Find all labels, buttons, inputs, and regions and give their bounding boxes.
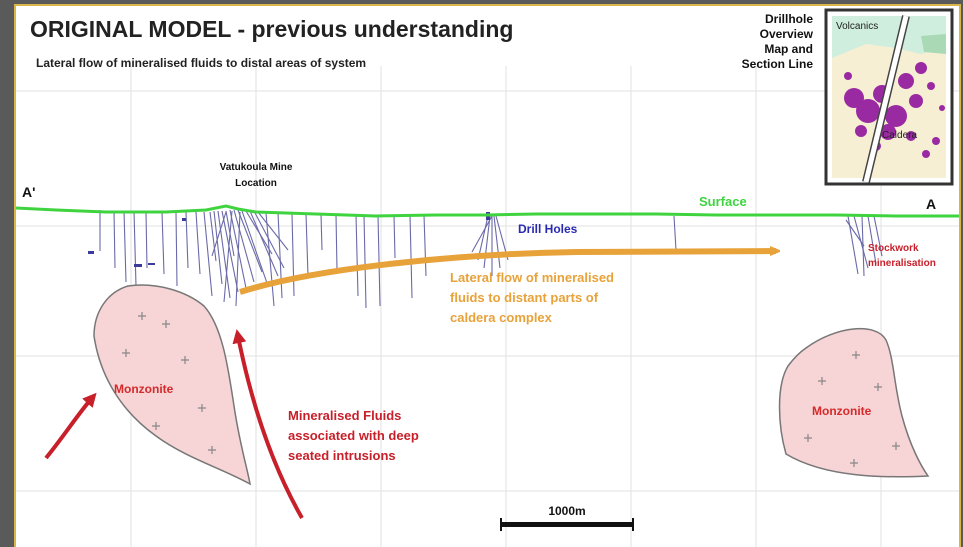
surface-line — [16, 204, 959, 218]
svg-text:Drillhole: Drillhole — [765, 12, 813, 26]
intrusion-left-label: Monzonite — [114, 382, 174, 396]
svg-text:mineralisation: mineralisation — [868, 258, 936, 269]
lateral-flow-label: Lateral flow of mineralised fluids to di… — [450, 270, 614, 325]
svg-text:seated intrusions: seated intrusions — [288, 448, 396, 463]
svg-text:Location: Location — [235, 178, 277, 189]
intrusion-left: Monzonite — [93, 284, 251, 486]
surface-label: Surface — [699, 194, 747, 209]
inset-map-icon: Volcanics Caldera — [824, 8, 954, 186]
stockwork-label: Stockwork mineralisation — [868, 243, 936, 269]
drill-holes-label: Drill Holes — [518, 222, 578, 236]
slide: ORIGINAL MODEL - previous understanding … — [14, 4, 961, 547]
section-end-a-prime: A' — [22, 184, 35, 200]
slide-title: ORIGINAL MODEL - previous understanding — [30, 16, 513, 42]
svg-text:caldera complex: caldera complex — [450, 310, 553, 325]
fluids-label: Mineralised Fluids associated with deep … — [288, 408, 419, 463]
svg-text:Mineralised Fluids: Mineralised Fluids — [288, 408, 401, 423]
section-end-a: A — [926, 196, 936, 212]
svg-text:Lateral flow of mineralised: Lateral flow of mineralised — [450, 270, 614, 285]
inset-label-caldera: Caldera — [882, 130, 917, 141]
intrusion-right: Monzonite — [778, 327, 930, 478]
svg-text:Stockwork: Stockwork — [868, 243, 919, 254]
svg-text:Vatukoula Mine: Vatukoula Mine — [220, 162, 293, 173]
svg-text:fluids to distant parts of: fluids to distant parts of — [450, 290, 599, 305]
svg-text:associated with deep: associated with deep — [288, 428, 419, 443]
intrusion-right-label: Monzonite — [812, 404, 872, 418]
fluid-arrow-icon — [44, 392, 97, 460]
scale-bar-label: 1000m — [548, 504, 585, 518]
lateral-flow-arrow-icon — [239, 251, 776, 295]
inset-caption: Drillhole Overview Map and Section Line — [742, 12, 814, 71]
fluid-arrow-icon — [232, 329, 304, 519]
scale-bar-icon: 1000m — [500, 504, 634, 531]
inset-label-volcanics: Volcanics — [836, 21, 878, 32]
svg-text:Map and: Map and — [764, 42, 813, 56]
mine-location-label: Vatukoula Mine Location — [220, 162, 293, 189]
svg-text:Section Line: Section Line — [742, 57, 814, 71]
section-diagram: ORIGINAL MODEL - previous understanding … — [16, 8, 959, 547]
drill-holes — [99, 209, 883, 309]
slide-subtitle: Lateral flow of mineralised fluids to di… — [36, 56, 366, 70]
svg-text:Overview: Overview — [760, 27, 814, 41]
